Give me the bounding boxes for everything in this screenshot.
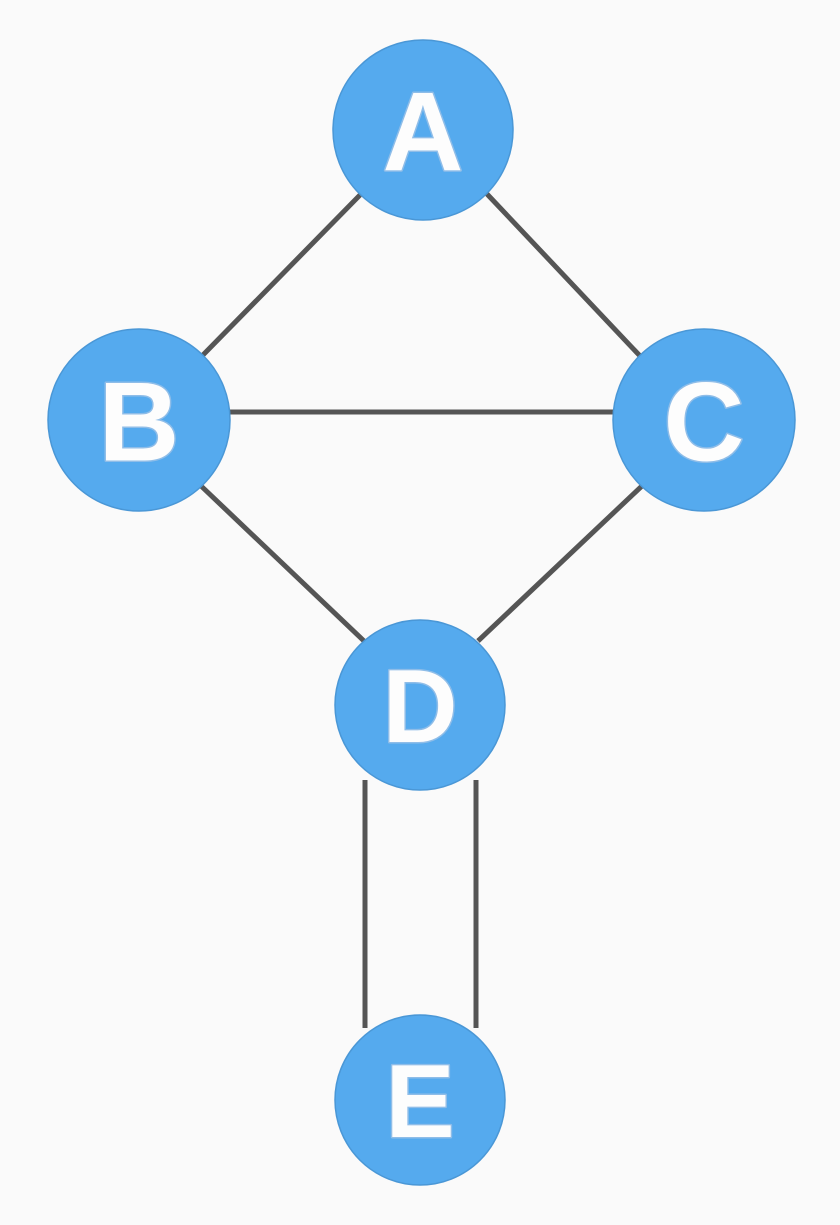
node-c[interactable]: C [612,328,796,512]
nodes-layer: A B C D E [47,39,796,1186]
node-a[interactable]: A [332,39,514,221]
node-label-a: A [383,70,464,195]
node-b[interactable]: B [47,328,231,512]
node-label-b: B [99,360,180,485]
edge-b-d[interactable] [197,482,366,643]
node-circle-e[interactable] [334,1014,506,1186]
node-label-d: D [382,649,457,765]
edge-c-d[interactable] [476,482,646,643]
node-d[interactable]: D [334,619,506,791]
edge-a-b[interactable] [200,193,362,358]
node-label-e: E [385,1044,454,1160]
edge-a-c[interactable] [485,192,643,359]
node-circle-d[interactable] [334,619,506,791]
edges-layer [197,192,646,1028]
node-circle-b[interactable] [47,328,231,512]
node-circle-c[interactable] [612,328,796,512]
node-circle-a[interactable] [332,39,514,221]
node-label-c: C [664,360,745,485]
node-e[interactable]: E [334,1014,506,1186]
